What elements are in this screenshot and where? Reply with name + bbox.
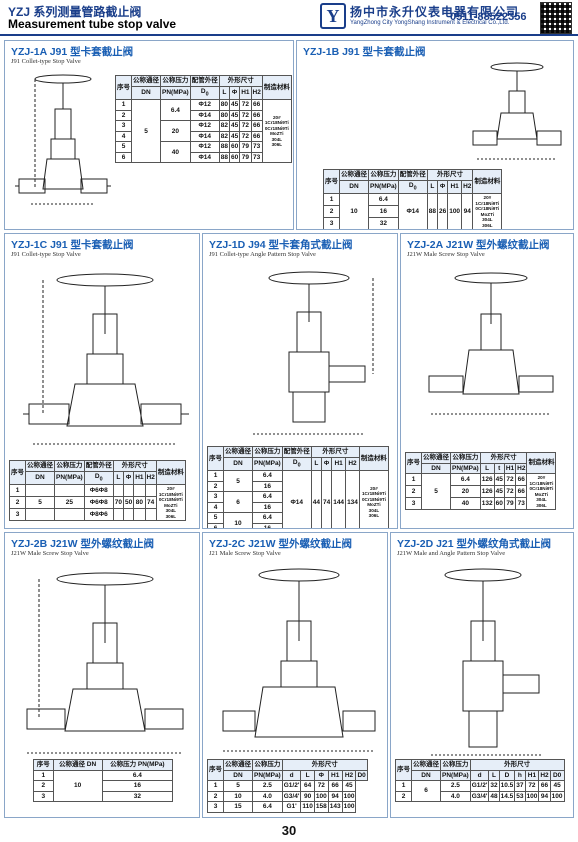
- valve-drawing-1b: [467, 59, 567, 169]
- valve-drawing-2a: [421, 264, 561, 444]
- panel-title: YZJ-2C J21W 型外螺纹截止阀: [209, 538, 352, 550]
- valve-drawing-2c: [213, 561, 383, 761]
- panel-subtitle: J21W Male Screw Stop Valve: [11, 550, 89, 557]
- th-pn: 公称压力 PN(MPa): [101, 759, 174, 771]
- panel-yzj-2b: YZJ-2B J21W 型外螺纹截止阀 J21W Male Screw Stop…: [4, 532, 200, 818]
- th-seq: 序号: [115, 74, 132, 101]
- th-pn-cn: 公称压力: [160, 75, 191, 87]
- company-phone: 0511-88522356: [450, 11, 527, 23]
- qr-code: [540, 2, 572, 34]
- valve-drawing-2d: [421, 561, 551, 761]
- panel-title: YZJ-2B J21W 型外螺纹截止阀: [11, 538, 154, 550]
- panel-title: YZJ-2A J21W 型外螺纹截止阀: [407, 239, 550, 251]
- page-header: YZJ 系列测量管路截止阀 Measurement tube stop valv…: [0, 0, 578, 36]
- panel-yzj-2d: YZJ-2D J21 型外螺纹角式截止阀 J21W Male and Angle…: [390, 532, 574, 818]
- panel-yzj-1d: YZJ-1D J94 型卡套角式截止阀 J91 Collet-type Angl…: [202, 233, 398, 529]
- valve-drawing-1d: [243, 262, 383, 442]
- th-dn: 公称通径 DN: [52, 759, 103, 771]
- valve-drawing-1a: [11, 69, 111, 229]
- panel-title: YZJ-2D J21 型外螺纹角式截止阀: [397, 538, 552, 550]
- series-title-cn: YZJ 系列测量管路截止阀: [8, 5, 142, 19]
- company-name-en: YangZhong City YongShang Instrument & El…: [350, 20, 510, 26]
- panel-subtitle: J21 Male Screw Stop Valve: [209, 550, 281, 557]
- panel-subtitle: J91 Collet-type Stop Valve: [11, 58, 81, 65]
- company-logo: Y: [320, 3, 346, 29]
- panel-yzj-2c: YZJ-2C J21W 型外螺纹截止阀 J21 Male Screw Stop …: [202, 532, 388, 818]
- panel-yzj-1a: YZJ-1A J91 型卡套截止阀 J91 Collet-type Stop V…: [4, 40, 294, 230]
- th-size: 外形尺寸: [218, 75, 263, 87]
- valve-drawing-2b: [13, 563, 193, 763]
- company-name-cn: 扬中市永升仪表电器有限公司: [350, 5, 520, 19]
- panel-yzj-2a: YZJ-2A J21W 型外螺纹截止阀 J21W Male Screw Stop…: [400, 233, 574, 529]
- panel-title: YZJ-1C J91 型卡套截止阀: [11, 239, 134, 251]
- panel-subtitle: J91 Collet-type Angle Pattern Stop Valve: [209, 251, 316, 258]
- series-title-en: Measurement tube stop valve: [8, 17, 177, 31]
- panel-title: YZJ-1A J91 型卡套截止阀: [11, 46, 134, 58]
- th-dn-cn: 公称通径: [131, 75, 161, 87]
- panel-yzj-1b: YZJ-1B J91 型卡套截止阀 序号 公称通径 公称压力 配管外径 外形尺寸…: [296, 40, 574, 230]
- th-material: 制造材料: [261, 74, 292, 101]
- panel-title: YZJ-1D J94 型卡套角式截止阀: [209, 239, 353, 251]
- panel-title: YZJ-1B J91 型卡套截止阀: [303, 46, 426, 58]
- panel-yzj-1c: YZJ-1C J91 型卡套截止阀 J91 Collet-type Stop V…: [4, 233, 200, 529]
- panel-subtitle: J21W Male Screw Stop Valve: [407, 251, 485, 258]
- th-od-cn: 配管外径: [189, 75, 220, 87]
- valve-drawing-1c: [13, 264, 193, 454]
- panel-subtitle: J21W Male and Angle Pattern Stop Valve: [397, 550, 506, 557]
- panel-subtitle: J91 Collet-type Stop Valve: [11, 251, 81, 258]
- page-number: 30: [281, 823, 297, 838]
